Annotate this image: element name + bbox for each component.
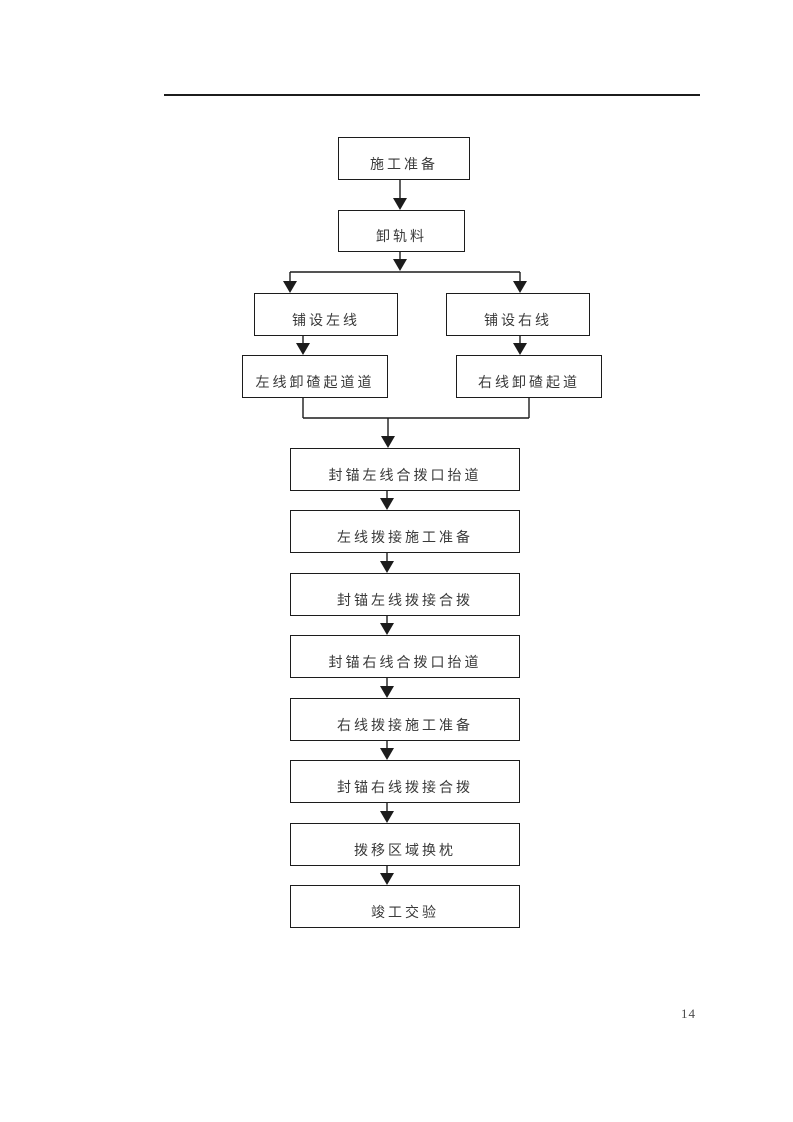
flow-node-right-line-switch-preparation: 右线拨接施工准备 bbox=[290, 698, 520, 741]
flow-node-unload-rail-material: 卸轨料 bbox=[338, 210, 465, 252]
flow-node-left-line-switch-preparation: 左线拨接施工准备 bbox=[290, 510, 520, 553]
flow-node-right-line-unload-ballast-lift: 右线卸碴起道 bbox=[456, 355, 602, 398]
connector-arrow bbox=[283, 252, 527, 293]
connector-arrow bbox=[302, 398, 530, 448]
flow-node-label: 封锚右线拨接合拨 bbox=[337, 781, 473, 796]
connector-arrow bbox=[380, 866, 394, 885]
connector-arrow bbox=[296, 336, 310, 355]
flow-node-label: 左线拨接施工准备 bbox=[337, 531, 473, 546]
connector-arrow bbox=[380, 678, 394, 698]
flow-node-label: 卸轨料 bbox=[376, 230, 427, 245]
flow-node-label: 左线卸碴起道道 bbox=[255, 376, 375, 391]
flow-node-seal-anchor-right-line-joint-lift: 封锚右线合拨口抬道 bbox=[290, 635, 520, 678]
flow-node-lay-left-line: 铺设左线 bbox=[254, 293, 398, 336]
flow-node-seal-anchor-right-line-switch: 封锚右线拨接合拨 bbox=[290, 760, 520, 803]
flow-node-completion-handover-inspection: 竣工交验 bbox=[290, 885, 520, 928]
flow-node-label: 竣工交验 bbox=[371, 906, 439, 921]
page-number: 14 bbox=[681, 1006, 696, 1021]
connector-arrow bbox=[513, 336, 527, 355]
flow-node-seal-anchor-left-line-joint-lift: 封锚左线合拨口抬道 bbox=[290, 448, 520, 491]
flow-node-label: 右线卸碴起道 bbox=[478, 376, 580, 391]
flow-node-construction-preparation: 施工准备 bbox=[338, 137, 470, 180]
flow-node-label: 施工准备 bbox=[370, 158, 438, 173]
flow-node-label: 铺设右线 bbox=[484, 314, 552, 329]
connector-arrow bbox=[380, 553, 394, 573]
flow-node-label: 右线拨接施工准备 bbox=[337, 719, 473, 734]
connector-arrow bbox=[380, 491, 394, 510]
connector-arrow bbox=[380, 803, 394, 823]
flow-node-label: 封锚右线合拨口抬道 bbox=[328, 656, 482, 671]
connector-arrow bbox=[380, 741, 394, 760]
flow-node-label: 拨移区域换枕 bbox=[354, 844, 456, 859]
connector-arrow bbox=[380, 616, 394, 635]
flow-node-switch-area-replace-sleepers: 拨移区域换枕 bbox=[290, 823, 520, 866]
connector-arrow bbox=[393, 180, 407, 210]
flow-node-label: 封锚左线拨接合拨 bbox=[337, 594, 473, 609]
flow-node-label: 铺设左线 bbox=[292, 314, 360, 329]
flow-node-lay-right-line: 铺设右线 bbox=[446, 293, 590, 336]
flow-node-seal-anchor-left-line-switch: 封锚左线拨接合拨 bbox=[290, 573, 520, 616]
flow-node-left-line-unload-ballast-lift: 左线卸碴起道道 bbox=[242, 355, 388, 398]
flow-node-label: 封锚左线合拨口抬道 bbox=[328, 469, 482, 484]
header-rule bbox=[164, 94, 700, 96]
